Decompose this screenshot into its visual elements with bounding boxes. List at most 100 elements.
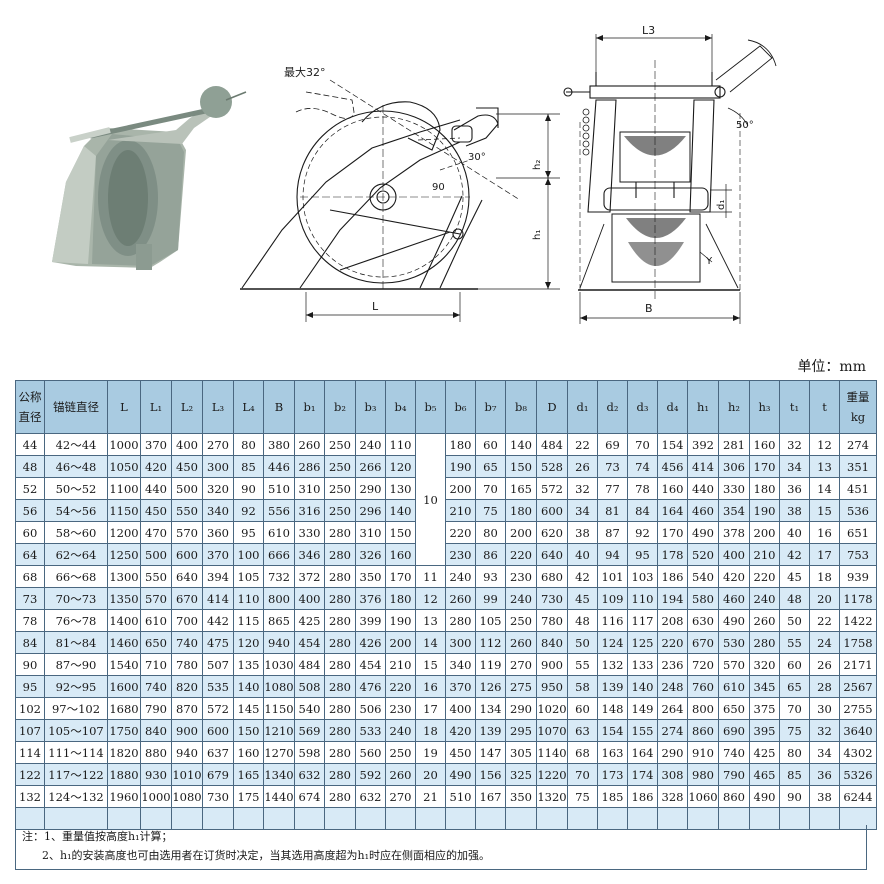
table-cell: 240: [355, 433, 386, 456]
table-cell: 310: [355, 521, 386, 544]
table-cell-empty: [749, 807, 780, 830]
table-cell: 320: [202, 477, 234, 500]
table-cell: 296: [355, 499, 386, 522]
table-cell: 174: [627, 763, 658, 786]
table-cell-empty: [505, 807, 537, 830]
table-cell: 160: [657, 477, 688, 500]
side-view-drawing: [240, 79, 560, 322]
table-cell-empty: [657, 807, 688, 830]
table-cell: 1250: [107, 543, 141, 566]
table-cell: 149: [627, 697, 658, 720]
table-cell: 690: [718, 719, 750, 742]
table-cell: 460: [718, 587, 750, 610]
table-cell-empty: [385, 807, 416, 830]
header-cell: L: [107, 380, 141, 434]
table-cell: 94: [597, 543, 628, 566]
table-cell: 454: [355, 653, 386, 676]
table-cell: 100: [233, 543, 264, 566]
table-cell: 50～52: [44, 477, 108, 500]
table-cell: 200: [445, 477, 476, 500]
table-cell: 399: [355, 609, 386, 632]
table-cell: 1270: [263, 741, 295, 764]
table-cell: 1320: [536, 785, 568, 808]
table-cell: 111～114: [44, 741, 108, 764]
table-cell: 1150: [263, 697, 295, 720]
table-cell: 290: [355, 477, 386, 500]
table-cell: 185: [597, 785, 628, 808]
table-cell: 280: [749, 631, 780, 654]
table-cell: 112: [475, 631, 506, 654]
table-cell: 2567: [839, 675, 877, 698]
table-cell: 12: [415, 587, 446, 610]
table-cell: 475: [202, 631, 234, 654]
table-cell: 400: [294, 587, 325, 610]
table-cell: 145: [233, 697, 264, 720]
unit-label: 单位：mm: [797, 359, 866, 375]
table-cell-b5-merged: 10: [415, 433, 446, 566]
table-cell: 392: [687, 433, 719, 456]
table-cell: 14: [415, 631, 446, 654]
table-cell: 939: [839, 565, 877, 588]
table-cell: 476: [355, 675, 386, 698]
table-cell: 13: [415, 609, 446, 632]
table-cell: 370: [140, 433, 172, 456]
table-cell: 620: [536, 521, 568, 544]
table-cell: 378: [718, 521, 750, 544]
table-cell: 80: [475, 521, 506, 544]
table-cell: 48: [779, 587, 810, 610]
table-cell: 1178: [839, 587, 877, 610]
table-cell: 208: [657, 609, 688, 632]
table-cell: 85: [779, 763, 810, 786]
table-cell: 190: [385, 609, 416, 632]
table-cell: 75: [475, 499, 506, 522]
table-cell: 400: [718, 543, 750, 566]
table-cell: 140: [385, 499, 416, 522]
table-cell: 55: [779, 631, 810, 654]
table-cell: 280: [324, 741, 356, 764]
table-cell: 670: [171, 587, 203, 610]
table-cell: 700: [171, 609, 203, 632]
table-cell: 351: [839, 455, 877, 478]
table-cell: 48: [567, 609, 598, 632]
table-cell: 17: [809, 543, 840, 566]
table-cell: 425: [749, 741, 780, 764]
table-cell: 63: [567, 719, 598, 742]
table-cell: 280: [324, 697, 356, 720]
table-cell: 800: [687, 697, 719, 720]
drawings: 最大32° 30° 90 h₂ h₁ L L3 50° d₁ Y B: [52, 24, 777, 324]
table-cell: 32: [567, 477, 598, 500]
table-cell: 520: [687, 543, 719, 566]
table-cell: 105: [475, 609, 506, 632]
table-cell: 528: [536, 455, 568, 478]
table-cell: 560: [355, 741, 386, 764]
header-cell: L₃: [202, 380, 234, 434]
note-2: 2、h₁的安装高度也可由选用者在订货时决定，当其选用高度超为h₁时应在侧面相应的…: [42, 849, 490, 862]
table-cell: 80: [779, 741, 810, 764]
table-cell: 637: [202, 741, 234, 764]
table-cell: 280: [324, 543, 356, 566]
table-cell: 651: [839, 521, 877, 544]
table-cell: 326: [355, 543, 386, 566]
table-cell: 1070: [536, 719, 568, 742]
table-cell: 740: [140, 675, 172, 698]
table-cell: 598: [294, 741, 325, 764]
table-cell: 880: [140, 741, 172, 764]
table-cell: 22: [809, 609, 840, 632]
table-cell: 84: [627, 499, 658, 522]
table-cell: 600: [536, 499, 568, 522]
header-cell: 公称直径: [15, 380, 45, 434]
table-cell: 280: [324, 763, 356, 786]
table-cell: 135: [233, 653, 264, 676]
table-cell: 116: [597, 609, 628, 632]
table-cell: 200: [385, 631, 416, 654]
table-cell: 395: [749, 719, 780, 742]
header-cell: t₁: [779, 380, 810, 434]
table-cell: 570: [140, 587, 172, 610]
table-cell: 375: [749, 697, 780, 720]
header-cell: d₄: [657, 380, 688, 434]
